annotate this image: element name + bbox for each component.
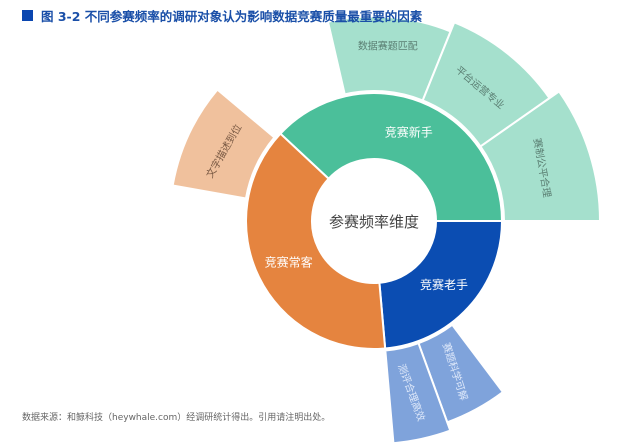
inner-segment-label: 竞赛常客 <box>265 255 313 270</box>
inner-segment <box>378 220 504 350</box>
outer-segment <box>479 89 602 222</box>
inner-segment <box>278 92 504 222</box>
inner-segment-label: 竞赛老手 <box>420 277 468 292</box>
outer-segment <box>384 341 452 445</box>
title-marker-icon <box>22 10 33 21</box>
inner-segment <box>245 132 387 350</box>
chart-title: 图 3-2 不同参赛频率的调研对象认为影响数据竞赛质量最重要的因素 <box>22 6 422 25</box>
source-note: 数据来源：和鲸科技（heywhale.com）经调研统计得出。引用请注明出处。 <box>22 413 331 423</box>
center-label: 参赛频率维度 <box>329 213 419 231</box>
outer-segment-label: 数据赛题匹配 <box>358 39 418 52</box>
outer-segment <box>171 88 276 200</box>
chart-title-text: 图 3-2 不同参赛频率的调研对象认为影响数据竞赛质量最重要的因素 <box>41 9 423 24</box>
inner-segment-label: 竞赛新手 <box>385 125 433 140</box>
